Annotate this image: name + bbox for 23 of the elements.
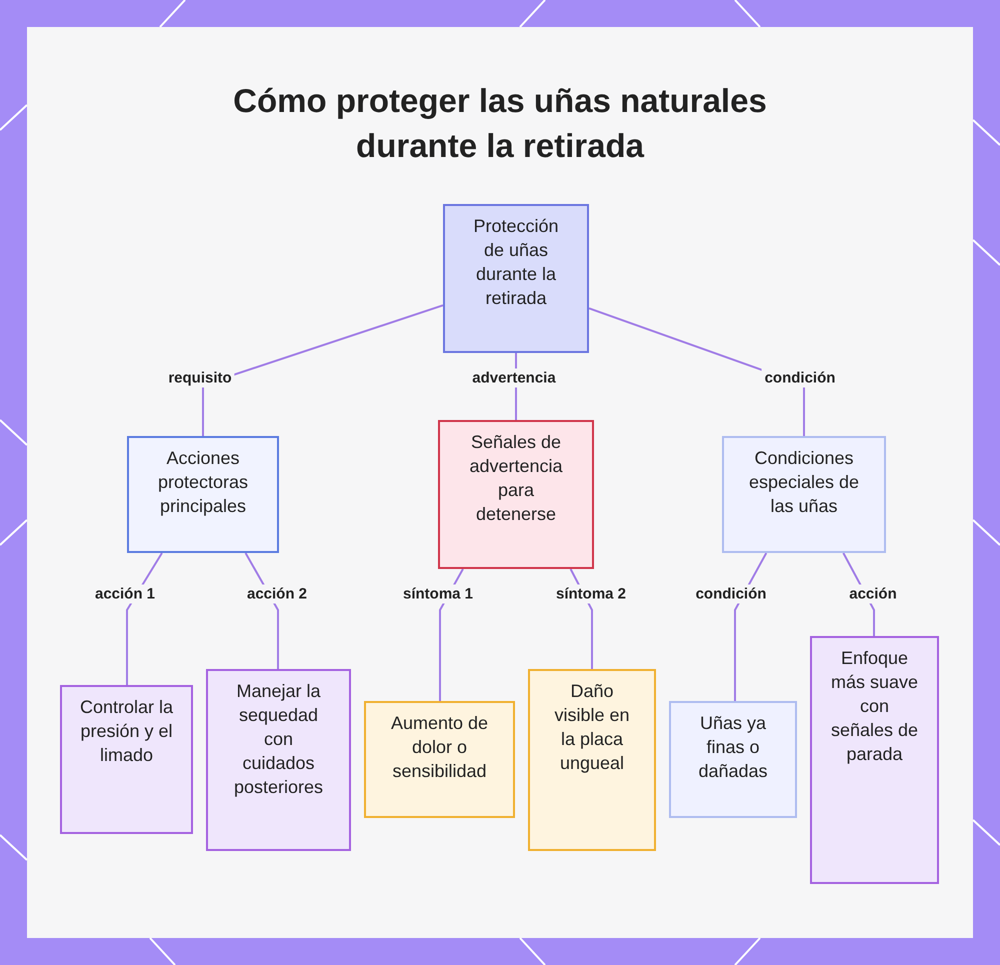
node-text: Manejar la sequedad con cuidados posteriores xyxy=(232,680,324,799)
concept-box xyxy=(528,669,656,851)
concept-box xyxy=(722,436,886,553)
node-text: Aumento de dolor o sensibilidad xyxy=(390,712,490,783)
node-text: Protección de uñas durante la retirada xyxy=(472,215,560,310)
node-text: Daño visible en la placa ungueal xyxy=(553,680,631,775)
concept-box xyxy=(127,436,279,553)
node-text: Acciones protectoras principales xyxy=(156,447,250,518)
concept-box xyxy=(60,685,193,834)
node-text: Uñas ya finas o dañadas xyxy=(697,712,769,783)
diagram-title: Cómo proteger las uñas naturales durante la retirada xyxy=(232,81,768,166)
concept-box xyxy=(669,701,797,818)
connector-line xyxy=(202,304,444,436)
connector-line xyxy=(734,552,768,701)
concept-box xyxy=(364,701,515,818)
node-text: Condiciones especiales de las uñas xyxy=(748,447,860,518)
concept-box xyxy=(443,204,589,353)
concept-box xyxy=(438,420,594,569)
concept-box xyxy=(206,669,351,851)
concept-box xyxy=(810,636,939,884)
node-text: Enfoque más suave con señales de parada xyxy=(830,647,920,766)
node-text: Controlar la presión y el limado xyxy=(79,696,174,767)
node-text: Señales de advertencia para detenerse xyxy=(468,431,564,526)
